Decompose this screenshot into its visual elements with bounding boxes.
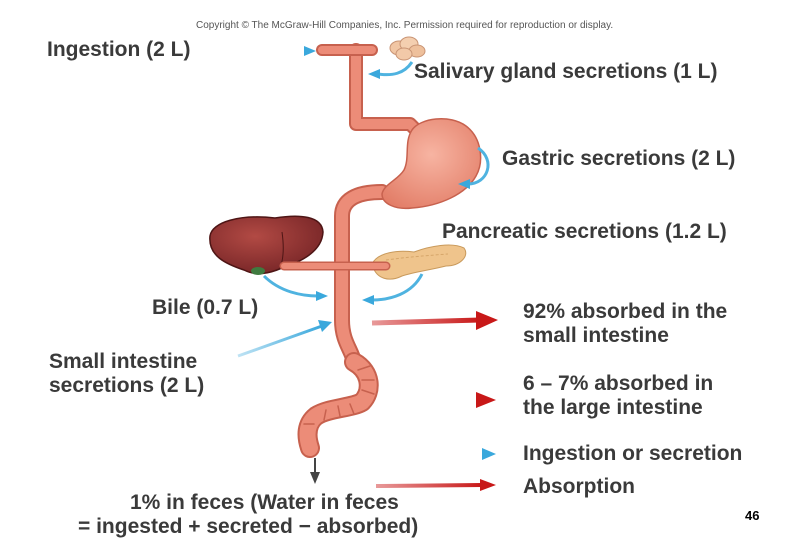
legend-ingestion-or-secretion: Ingestion or secretion bbox=[523, 442, 743, 465]
salivary-gland bbox=[389, 36, 426, 61]
small-intestine-secretions-label: Small intestine secretions (2 L) bbox=[49, 350, 205, 397]
feces-label: 1% in feces (Water in feces = ingested +… bbox=[78, 491, 419, 538]
large-intestine-absorption-arrow bbox=[388, 392, 496, 408]
pancreatic-arrow bbox=[362, 273, 424, 305]
pancreas bbox=[371, 244, 467, 280]
copyright-notice: Copyright © The McGraw-Hill Companies, I… bbox=[196, 20, 614, 31]
legend-secretion-arrow bbox=[376, 448, 496, 460]
gastric-label: Gastric secretions (2 L) bbox=[502, 147, 736, 170]
secretion-arrows bbox=[224, 46, 496, 460]
small-intestine-absorption-arrow bbox=[371, 311, 498, 330]
ingestion-arrow bbox=[224, 46, 316, 56]
absorbed-small-intestine-label: 92% absorbed in the small intestine bbox=[523, 300, 728, 347]
absorbed-large-intestine-label: 6 – 7% absorbed in the large intestine bbox=[523, 372, 714, 419]
gastric-arrow bbox=[458, 146, 490, 189]
page-number: 46 bbox=[745, 508, 760, 523]
legend-absorption: Absorption bbox=[523, 475, 635, 498]
small-intestine-secretion-arrow bbox=[237, 320, 332, 358]
liver bbox=[209, 215, 324, 275]
salivary-label: Salivary gland secretions (1 L) bbox=[414, 60, 718, 83]
bile-arrow bbox=[262, 274, 328, 301]
pancreatic-label: Pancreatic secretions (1.2 L) bbox=[442, 220, 727, 243]
ingestion-label: Ingestion (2 L) bbox=[47, 38, 191, 61]
feces-arrow bbox=[310, 458, 320, 484]
legend-absorption-arrow bbox=[375, 479, 496, 491]
absorption-arrows bbox=[371, 311, 498, 491]
digestive-tract bbox=[279, 43, 425, 458]
salivary-arrow bbox=[368, 61, 414, 79]
bile-label: Bile (0.7 L) bbox=[152, 296, 259, 319]
stomach bbox=[381, 118, 482, 210]
